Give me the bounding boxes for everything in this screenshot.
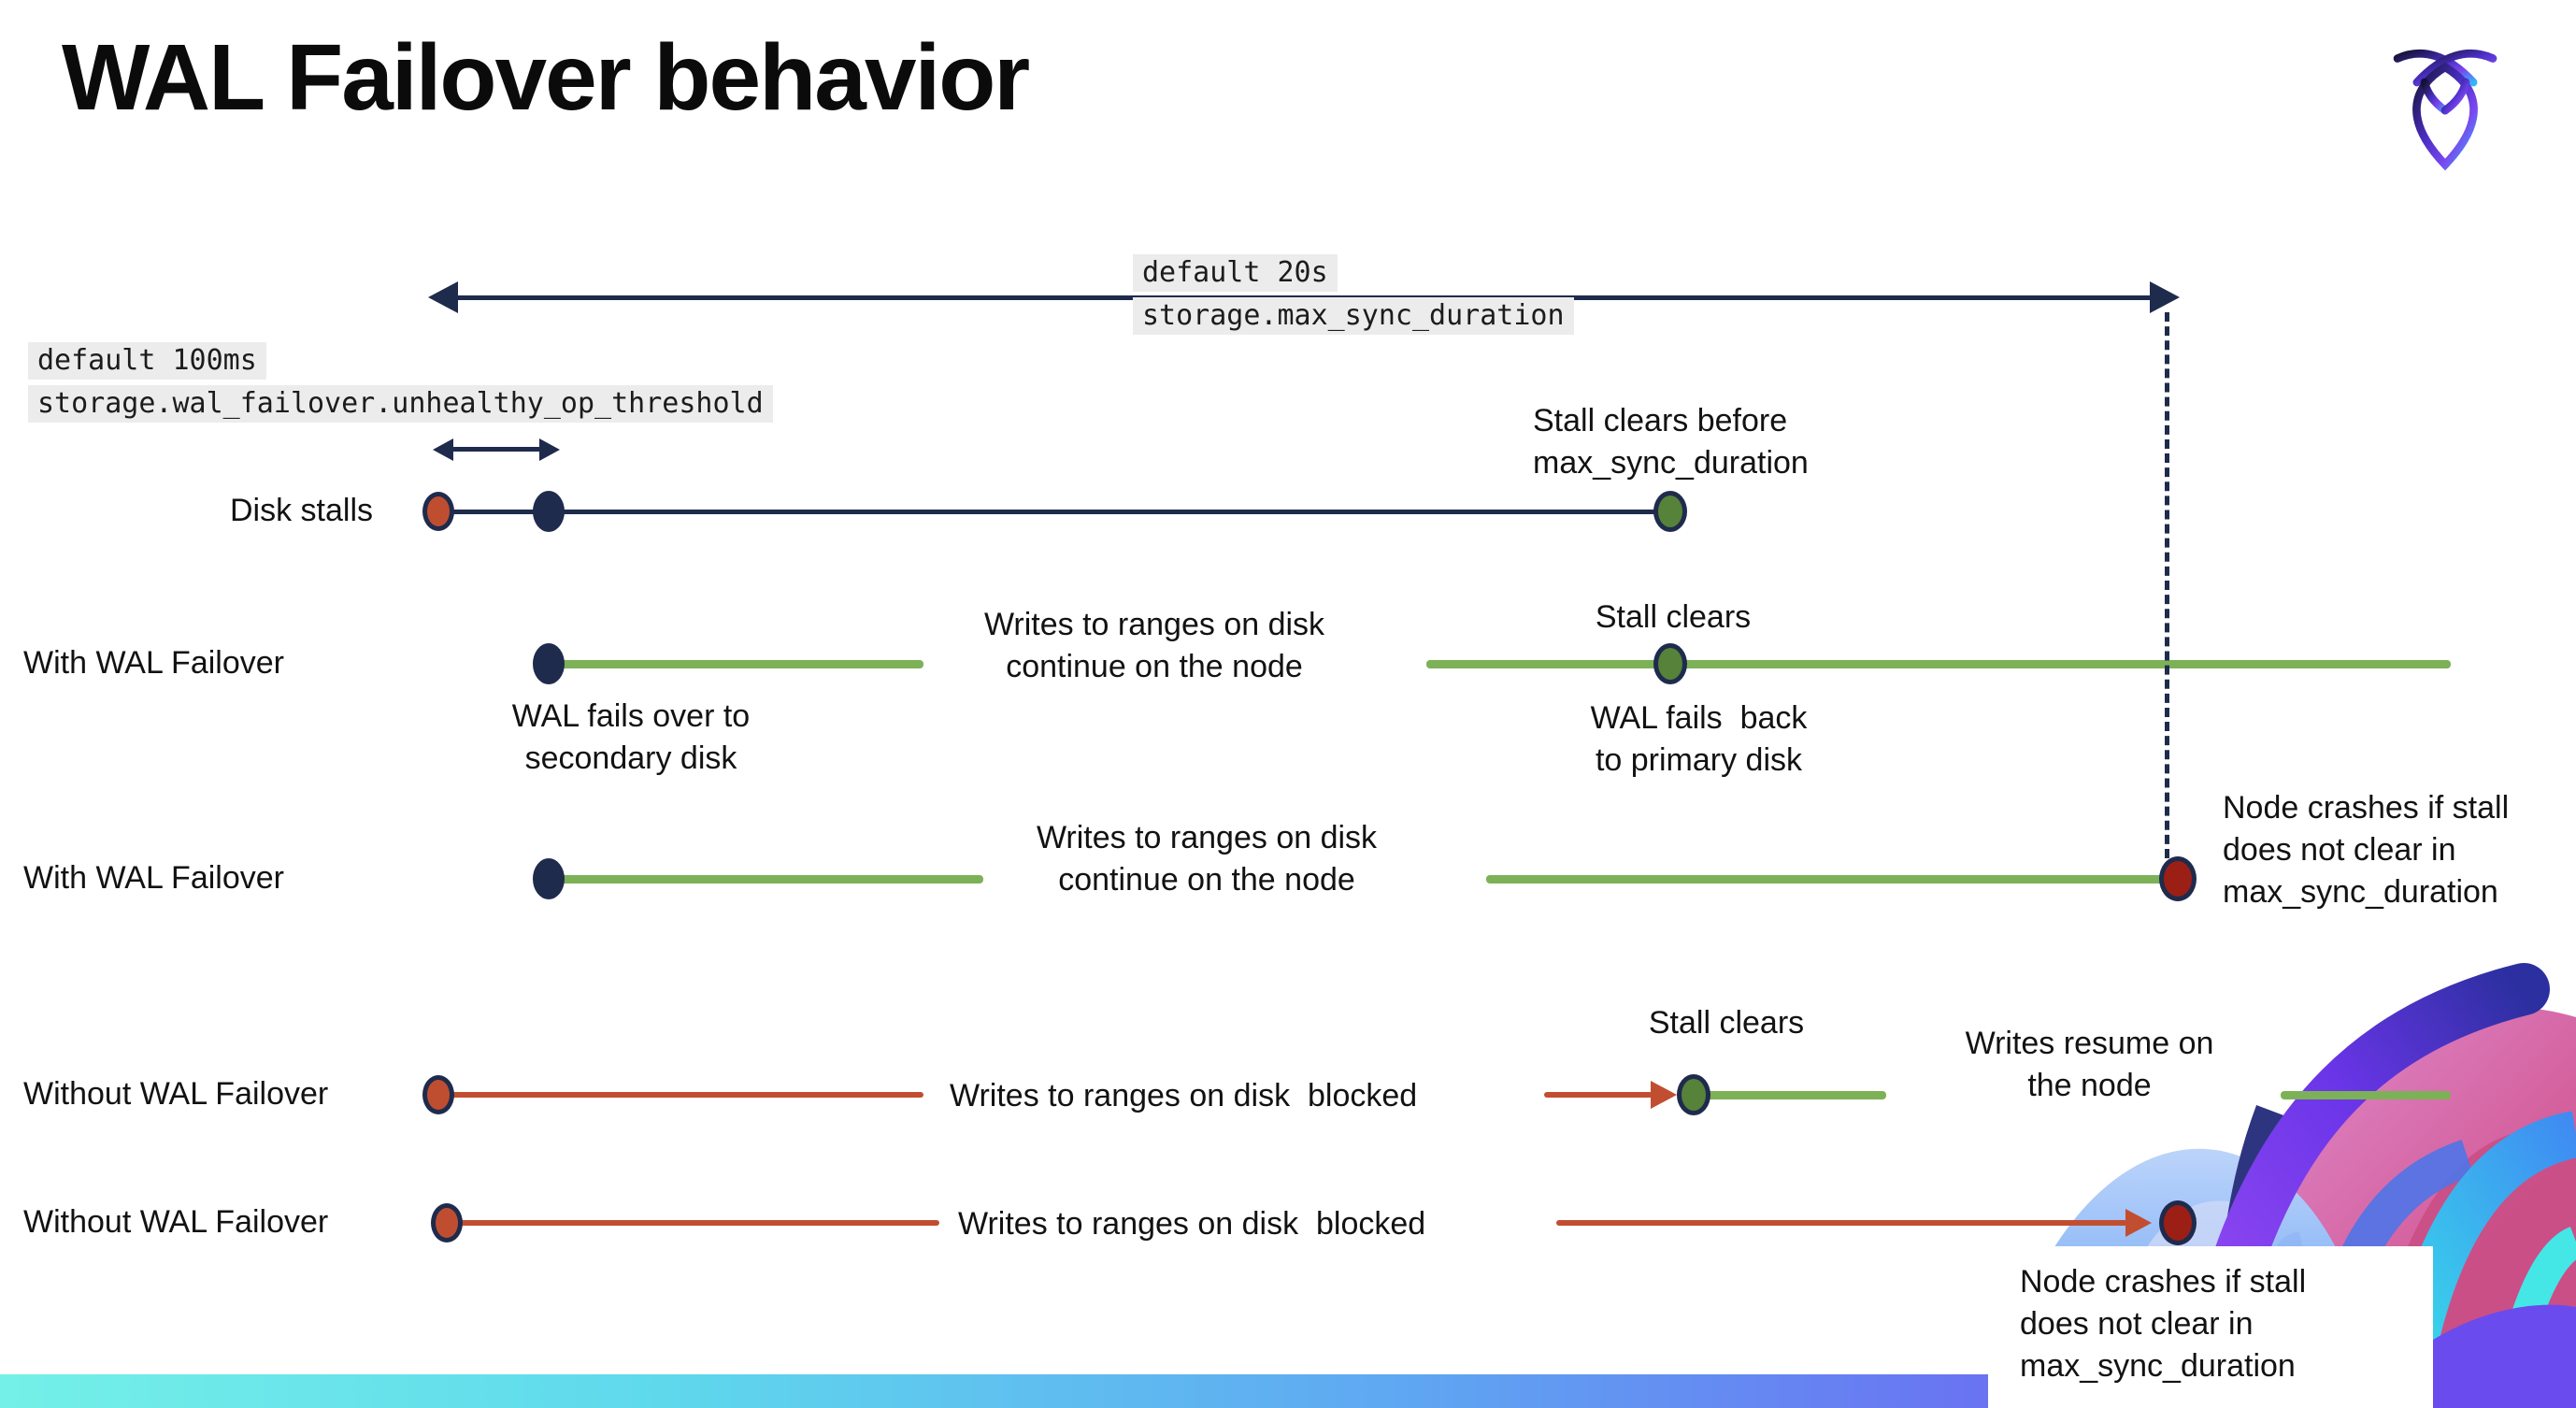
row-label-with-wal-failover: With WAL Failover <box>23 860 284 896</box>
failover-marker <box>533 858 565 899</box>
writes-continue-line <box>561 875 983 884</box>
page-title: WAL Failover behavior <box>62 25 1030 130</box>
annotation-writes-continue: Writes to ranges on disk continue on the… <box>1036 820 1378 898</box>
red-arrowhead-icon <box>2125 1209 2152 1237</box>
annotation-writes-continue: Writes to ranges on disk continue on the… <box>983 607 1325 684</box>
writes-resume-line <box>2281 1091 2451 1099</box>
stall-clears-marker <box>1653 491 1687 532</box>
annotation-writes-blocked: Writes to ranges on disk blocked <box>958 1206 1426 1242</box>
row-label-without-wal-failover: Without WAL Failover <box>23 1076 329 1112</box>
writes-continue-line <box>561 660 923 668</box>
unhealthy-op-threshold-config-label: default 100ms storage.wal_failover.unhea… <box>28 342 773 423</box>
annotation-writes-resume: Writes resume on the node <box>1965 1026 2214 1103</box>
stall-start-marker <box>431 1203 463 1243</box>
row-label-with-wal-failover: With WAL Failover <box>23 645 284 681</box>
writes-blocked-line <box>1544 1092 1653 1098</box>
annotation-stall-clears: Stall clears <box>1648 1005 1805 1041</box>
unhealthy-op-threshold-span-line <box>449 447 544 452</box>
red-arrowhead-icon <box>1651 1081 1677 1109</box>
writes-blocked-line <box>460 1220 939 1226</box>
annotation-wal-fails-back: WAL fails back to primary disk <box>1590 700 1808 778</box>
arrowhead-left-icon <box>433 438 453 461</box>
writes-blocked-line <box>451 1092 923 1098</box>
row-label-disk-stalls: Disk stalls <box>230 493 374 528</box>
annotation-writes-blocked: Writes to ranges on disk blocked <box>950 1078 1418 1113</box>
arrowhead-left-icon <box>428 281 458 313</box>
annotation-node-crashes: Node crashes if stall does not clear in … <box>2223 790 2510 910</box>
crash-note-box: Node crashes if stall does not clear in … <box>1988 1246 2433 1408</box>
annotation-node-crashes: Node crashes if stall does not clear in … <box>2020 1264 2307 1384</box>
failover-marker <box>533 643 565 684</box>
cockroachdb-logo-icon <box>2393 49 2497 171</box>
stall-clears-marker <box>1677 1074 1710 1115</box>
arrowhead-right-icon <box>539 438 560 461</box>
max-sync-duration-config-label: default 20s storage.max_sync_duration <box>1133 254 1574 335</box>
node-crash-marker <box>2159 856 2197 901</box>
writes-continue-line <box>1426 660 2451 668</box>
writes-blocked-line <box>1556 1220 2127 1226</box>
failover-threshold-marker <box>533 491 565 532</box>
config-default-value: default 20s <box>1133 254 1338 292</box>
arrowhead-right-icon <box>2150 281 2180 313</box>
row-label-without-wal-failover: Without WAL Failover <box>23 1204 329 1240</box>
stall-start-marker <box>422 1075 454 1114</box>
writes-resume-line <box>1707 1091 1886 1099</box>
annotation-stall-clears: Stall clears <box>1595 599 1752 635</box>
writes-continue-line <box>1486 875 2168 884</box>
config-setting-name: storage.max_sync_duration <box>1133 297 1574 335</box>
disk-stall-timeline <box>451 510 1666 514</box>
max-sync-duration-deadline-line <box>2165 312 2169 858</box>
stall-start-marker <box>422 492 454 531</box>
config-default-value: default 100ms <box>28 342 266 380</box>
annotation-stall-clears-before: Stall clears before max_sync_duration <box>1533 403 1809 481</box>
node-crash-marker <box>2159 1200 2197 1245</box>
stall-clears-marker <box>1653 643 1687 684</box>
annotation-wal-fails-over: WAL fails over to secondary disk <box>511 698 751 776</box>
config-setting-name: storage.wal_failover.unhealthy_op_thresh… <box>28 385 773 423</box>
